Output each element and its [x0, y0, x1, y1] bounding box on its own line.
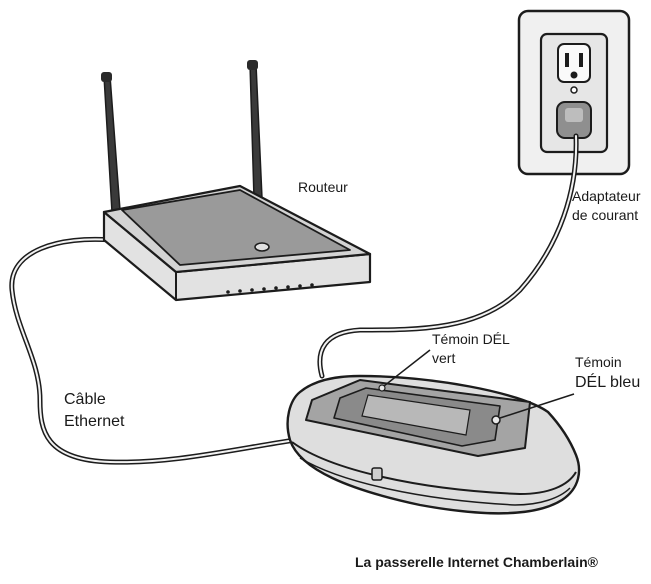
power-adapter-label-line1: Adaptateur [572, 188, 641, 204]
green-led-label-line1: Témoin DÉL [432, 331, 510, 347]
blue-led-label-line1: Témoin [575, 354, 622, 370]
router-label: Routeur [298, 179, 348, 195]
internet-gateway [286, 374, 581, 515]
green-led-label-line2: vert [432, 350, 456, 366]
green-led [378, 384, 386, 392]
power-adapter-label-line2: de courant [572, 207, 639, 223]
figure-caption: La passerelle Internet Chamberlain® [355, 554, 598, 570]
blue-led [491, 415, 501, 425]
blue-led-label-line2: DÉL bleu [575, 374, 641, 391]
ethernet-label-line2: Ethernet [64, 413, 125, 430]
ethernet-label-line1: Câble [64, 391, 106, 408]
blue-led-callout [499, 393, 575, 419]
green-led-callout [383, 349, 431, 387]
wall-outlet [517, 9, 631, 176]
router [101, 60, 372, 302]
